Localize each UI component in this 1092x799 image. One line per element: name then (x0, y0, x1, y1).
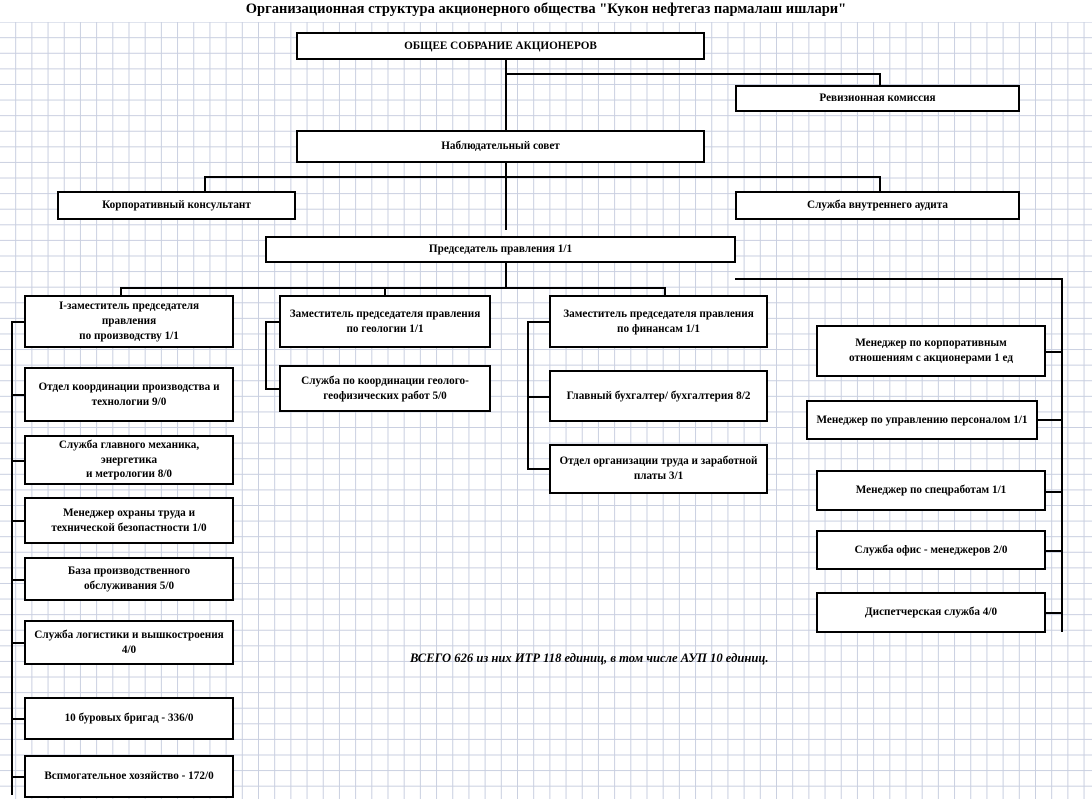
node-corporate-consultant[interactable]: Корпоративный консультант (57, 191, 296, 220)
connector-shareholders-to-audit (505, 73, 881, 75)
connector-stub-deputy-production (11, 321, 25, 323)
node-labor-safety-manager[interactable]: Менеджер охраны труда и технической безо… (24, 497, 234, 544)
connector-stub-auxiliary-economy (11, 776, 25, 778)
node-labor-wage-dept[interactable]: Отдел организации труда и заработной пла… (549, 444, 768, 494)
node-supervisory-board[interactable]: Наблюдательный совет (296, 130, 705, 163)
connector-drop-deputy-geology (384, 287, 386, 297)
connector-stub-dispatch (1046, 612, 1062, 614)
connector-stub-geophysics (265, 388, 279, 390)
connector-chairman-down (505, 262, 507, 288)
node-special-works-manager[interactable]: Менеджер по спецработам 1/1 (816, 470, 1046, 511)
node-office-managers-service[interactable]: Служба офис - менеджеров 2/0 (816, 530, 1046, 570)
node-chief-mechanic[interactable]: Служба главного механика, энергетика и м… (24, 435, 234, 485)
connector-audit-drop (879, 73, 881, 85)
connector-stub-deputy-finance (527, 321, 549, 323)
connector-stub-corporate-relations (1046, 351, 1062, 353)
connector-stub-office-managers (1046, 550, 1062, 552)
title-background (0, 0, 1092, 22)
connector-drop-deputy-production (120, 287, 122, 297)
connector-stub-chief-mechanic (11, 460, 25, 462)
node-deputy-finance[interactable]: Заместитель председателя правления по фи… (549, 295, 768, 348)
connector-right-spine (1061, 278, 1063, 632)
connector-stub-logistics (11, 642, 25, 644)
node-geophysics-service[interactable]: Служба по координации геолого-геофизичес… (279, 365, 491, 412)
connector-stub-special-works (1046, 491, 1062, 493)
node-deputy-geology[interactable]: Заместитель председателя правления по ге… (279, 295, 491, 348)
connector-drop-deputy-finance (664, 287, 666, 297)
connector-finance-spine (527, 321, 529, 469)
connector-chairman-to-right-spine (735, 278, 1063, 280)
connector-stub-production-base (11, 579, 25, 581)
node-dispatch-service[interactable]: Диспетчерская служба 4/0 (816, 592, 1046, 633)
connector-board-to-consultant (204, 176, 506, 178)
totals-note: ВСЕГО 626 из них ИТР 118 единиц, в том ч… (410, 651, 769, 665)
node-internal-audit-service[interactable]: Служба внутреннего аудита (735, 191, 1020, 220)
node-deputy-production[interactable]: I-заместитель председателя правления по … (24, 295, 234, 348)
node-chairman[interactable]: Председатель правления 1/1 (265, 236, 736, 263)
node-audit-commission[interactable]: Ревизионная комиссия (735, 85, 1020, 112)
connector-stub-production-coordination (11, 394, 25, 396)
node-chief-accountant[interactable]: Главный бухгалтер/ бухгалтерия 8/2 (549, 370, 768, 422)
node-logistics-service[interactable]: Служба логистики и вышкостроения 4/0 (24, 620, 234, 665)
page-title: Организационная структура акционерного о… (245, 1, 847, 17)
connector-stub-labor-safety (11, 520, 25, 522)
connector-shareholders-down (505, 59, 507, 133)
connector-board-to-internal-audit (505, 176, 881, 178)
connector-consultant-drop (204, 176, 206, 191)
connector-stub-chief-accountant (527, 396, 549, 398)
connector-board-down (505, 162, 507, 230)
connector-left-spine (11, 321, 13, 795)
connector-stub-hr-manager (1038, 419, 1062, 421)
node-drilling-brigades[interactable]: 10 буровых бригад - 336/0 (24, 697, 234, 740)
node-hr-manager[interactable]: Менеджер по управлению персоналом 1/1 (806, 400, 1038, 440)
connector-stub-deputy-geology (265, 321, 279, 323)
connector-geology-spine (265, 321, 267, 389)
connector-internal-audit-drop (879, 176, 881, 191)
node-production-base[interactable]: База производственного обслуживания 5/0 (24, 557, 234, 601)
connector-stub-drilling-brigades (11, 718, 25, 720)
node-corporate-relations-manager[interactable]: Менеджер по корпоративным отношениям с а… (816, 325, 1046, 377)
connector-stub-labor-wage (527, 468, 549, 470)
node-auxiliary-economy[interactable]: Вспмогательное хозяйство - 172/0 (24, 755, 234, 798)
node-production-coordination[interactable]: Отдел координации производства и техноло… (24, 367, 234, 422)
connector-chairman-bar (120, 287, 666, 289)
node-shareholders-meeting[interactable]: ОБЩЕЕ СОБРАНИЕ АКЦИОНЕРОВ (296, 32, 705, 60)
